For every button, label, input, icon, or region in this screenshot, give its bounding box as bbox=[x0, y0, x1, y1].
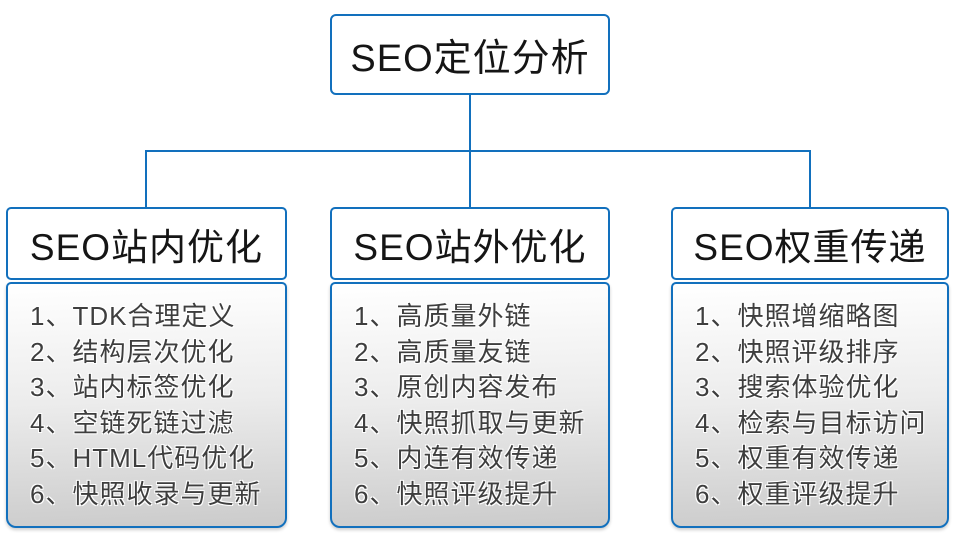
branch-offsite-optimization: SEO站外优化 1、高质量外链 2、高质量友链 3、原创内容发布 4、快照抓取与… bbox=[330, 207, 610, 528]
list-item: 2、高质量友链 bbox=[354, 336, 532, 367]
connector-drop-middle bbox=[469, 150, 471, 207]
root-node: SEO定位分析 bbox=[330, 14, 610, 95]
list-item: 3、站内标签优化 bbox=[30, 372, 235, 402]
branch-header: SEO权重传递 bbox=[671, 207, 949, 280]
list-item: 2、结构层次优化 bbox=[30, 336, 235, 367]
root-node-title: SEO定位分析 bbox=[350, 38, 590, 80]
list-item: 1、TDK合理定义 bbox=[30, 301, 236, 331]
list-item: 4、检索与目标访问 bbox=[695, 407, 927, 438]
list-item: 5、权重有效传递 bbox=[695, 443, 900, 473]
list-item: 1、高质量外链 bbox=[354, 301, 532, 331]
list-item: 4、空链死链过滤 bbox=[30, 407, 235, 438]
list-item: 3、搜索体验优化 bbox=[695, 372, 900, 402]
connector-horizontal-line bbox=[145, 150, 811, 152]
list-item: 5、内连有效传递 bbox=[354, 443, 559, 473]
connector-drop-left bbox=[145, 150, 147, 207]
branch-weight-transfer: SEO权重传递 1、快照增缩略图 2、快照评级排序 3、搜索体验优化 4、检索与… bbox=[671, 207, 949, 528]
list-item: 2、快照评级排序 bbox=[695, 336, 900, 367]
list-item: 6、快照收录与更新 bbox=[30, 478, 262, 509]
list-item: 5、HTML代码优化 bbox=[30, 443, 256, 473]
list-item: 3、原创内容发布 bbox=[354, 372, 559, 402]
branch-item-list: 1、快照增缩略图 2、快照评级排序 3、搜索体验优化 4、检索与目标访问 5、权… bbox=[671, 282, 949, 528]
branch-header: SEO站内优化 bbox=[6, 207, 287, 280]
list-item: 6、权重评级提升 bbox=[695, 478, 900, 509]
list-item: 1、快照增缩略图 bbox=[695, 301, 900, 331]
list-item: 6、快照评级提升 bbox=[354, 478, 559, 509]
connector-drop-right bbox=[809, 150, 811, 207]
branch-title: SEO站内优化 bbox=[29, 226, 264, 268]
connector-trunk-line bbox=[469, 94, 471, 152]
branch-item-list: 1、TDK合理定义 2、结构层次优化 3、站内标签优化 4、空链死链过滤 5、H… bbox=[6, 282, 287, 528]
branch-title: SEO站外优化 bbox=[353, 226, 587, 268]
branch-title: SEO权重传递 bbox=[693, 226, 927, 268]
branch-item-list: 1、高质量外链 2、高质量友链 3、原创内容发布 4、快照抓取与更新 5、内连有… bbox=[330, 282, 610, 528]
branch-onsite-optimization: SEO站内优化 1、TDK合理定义 2、结构层次优化 3、站内标签优化 4、空链… bbox=[6, 207, 287, 528]
list-item: 4、快照抓取与更新 bbox=[354, 407, 586, 438]
branch-header: SEO站外优化 bbox=[330, 207, 610, 280]
